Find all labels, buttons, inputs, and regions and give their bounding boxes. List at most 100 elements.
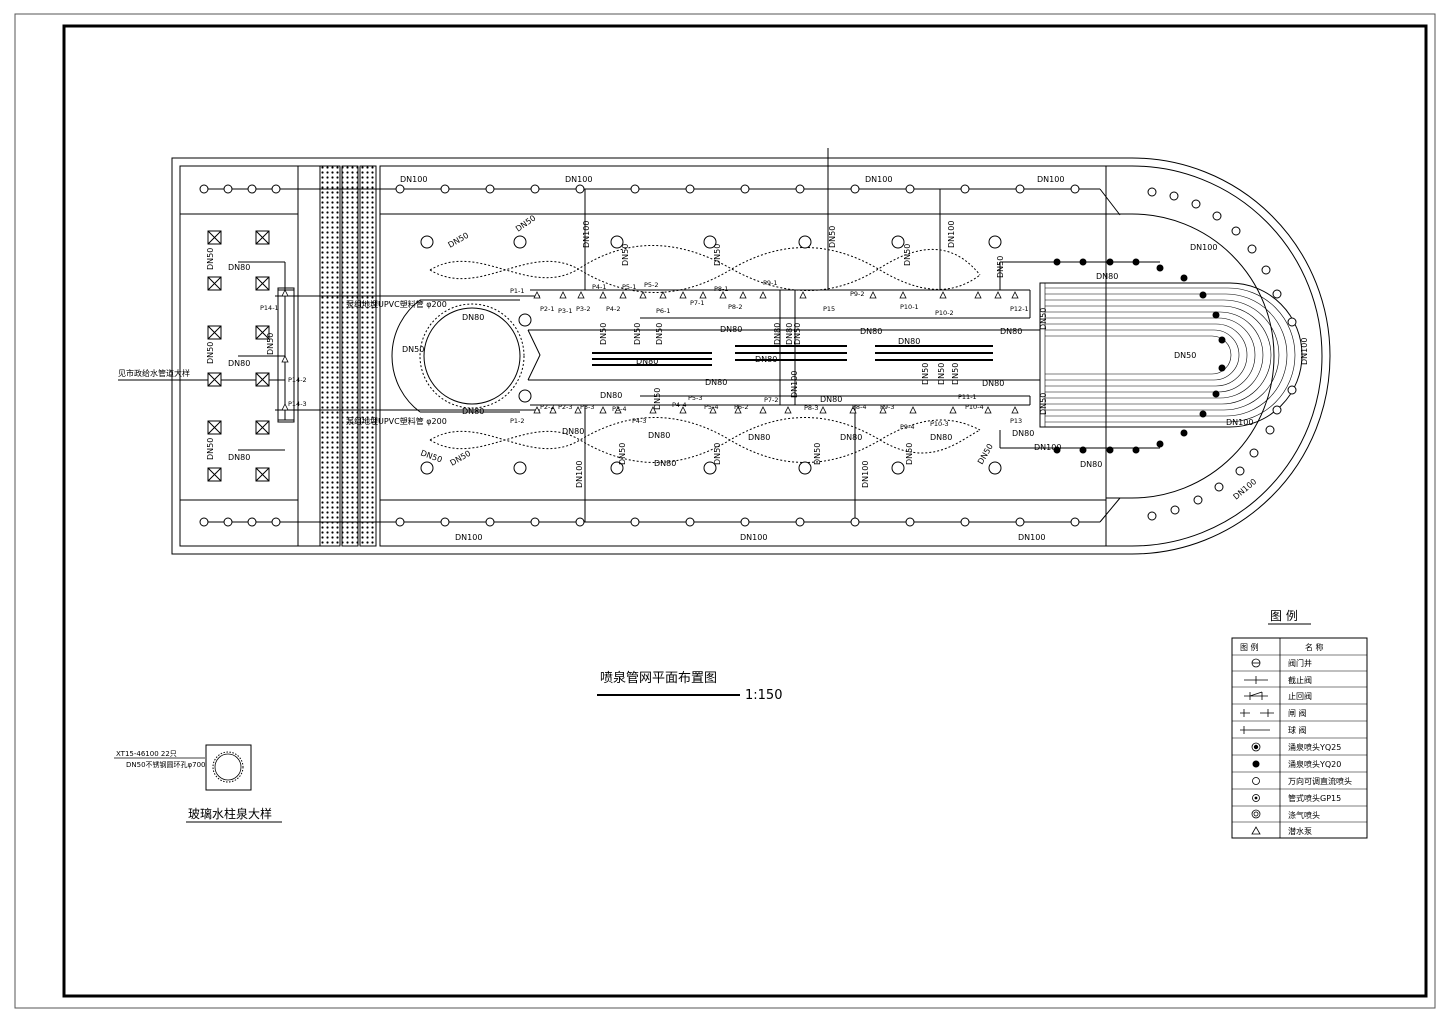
label-dn80: DN80	[755, 355, 777, 364]
label-dn50: DN50	[713, 443, 722, 465]
tube-nozzle-icon	[1252, 794, 1260, 802]
pump-tag-top: P3-2	[576, 305, 591, 313]
label-dn50: DN50	[266, 333, 275, 355]
label-dn100: DN100	[1300, 338, 1309, 365]
legend-row-name: 球 阀	[1288, 725, 1307, 735]
nozzles-bottom-row	[199, 517, 1080, 527]
label-dn50: DN50	[206, 342, 215, 364]
pump-tag-bottom: P8-4	[852, 403, 867, 411]
round-pool	[391, 299, 525, 413]
pipe-size-labels: DN100 DN100 DN100 DN100 DN100 DN100 DN10…	[206, 175, 1309, 542]
label-dn100: DN100	[565, 175, 592, 184]
label-dn80: DN80	[820, 395, 842, 404]
label-dn50: DN50	[621, 244, 630, 266]
pump-tag-bottom: P9-3	[880, 403, 895, 411]
label-dn80: DN80	[1012, 429, 1034, 438]
pump-tag-p13: P13	[1010, 417, 1022, 425]
pump-tag-top: P8-2	[728, 303, 743, 311]
label-dn50: DN50	[903, 244, 912, 266]
label-dn100: DN100	[790, 371, 799, 398]
check-valve-icon	[1244, 691, 1268, 700]
aerated-nozzle-icon	[1251, 809, 1261, 819]
pump-tag-p14-2: P14-2	[288, 376, 307, 384]
pump-tag-top: P9-1	[763, 279, 778, 287]
pump-tag-bottom: P5-3	[688, 394, 703, 402]
label-dn100: DN100	[1034, 443, 1061, 452]
legend: 图 例 图 例 名 称 阀门井 截止阀 止回阀 闸 阀 球 阀	[1231, 609, 1368, 839]
pump-tag-top: P12-1	[1010, 305, 1029, 313]
label-dn50: DN50	[937, 363, 946, 385]
pump-tag-bottom: P10-4	[965, 403, 984, 411]
pump-tag-bottom: P2-2	[540, 403, 555, 411]
detail-note-2: DN50不锈钢圆环孔φ700	[126, 760, 206, 769]
wave-lines	[429, 245, 981, 463]
pump-tag-bottom: P6-2	[734, 403, 749, 411]
label-dn100: DN100	[1190, 243, 1217, 252]
pump-tag-bottom: P9-4	[900, 423, 915, 431]
pump-tag-top: P5-2	[644, 281, 659, 289]
label-dn80: DN80	[773, 323, 782, 345]
stepped-pool-rings	[1044, 283, 1296, 427]
pump-tag-bottom: P2-3	[558, 403, 573, 411]
pump-tag-bottom: P4-3	[632, 417, 647, 425]
label-dn80: DN80	[748, 433, 770, 442]
pump-tag-top: P4-1	[592, 283, 607, 291]
label-dn80: DN80	[562, 427, 584, 436]
outer-frame	[14, 13, 1436, 1009]
label-dn80: DN80	[228, 359, 250, 368]
label-dn100: DN100	[400, 175, 427, 184]
pump-tag-top: P3-1	[558, 307, 573, 315]
pump-tag-top: P2-1	[540, 305, 555, 313]
legend-row-name: 止回阀	[1288, 691, 1312, 701]
pump-tag-p11-1: P11-1	[958, 393, 977, 401]
label-dn50: DN50	[813, 443, 822, 465]
pump-tag-top: P10-1	[900, 303, 919, 311]
label-dn100: DN100	[947, 221, 956, 248]
inner-frame	[62, 24, 1428, 998]
legend-title: 图 例	[1270, 609, 1298, 623]
pump-tag-top: P5-1	[622, 283, 637, 291]
label-dn50: DN50	[713, 244, 722, 266]
pump-tag-top: P8-1	[714, 285, 729, 293]
label-dn50: DN50	[206, 438, 215, 460]
label-dn50: DN50	[951, 363, 960, 385]
label-dn100: DN100	[1226, 418, 1253, 427]
label-dn100: DN100	[865, 175, 892, 184]
legend-row-name: 管式喷头GP15	[1288, 793, 1341, 803]
pump-tag-top: P6-1	[656, 307, 671, 315]
ball-valve-icon	[1240, 726, 1270, 734]
label-dn80: DN80	[840, 433, 862, 442]
label-dn50: DN50	[633, 323, 642, 345]
label-dn80: DN80	[462, 313, 484, 322]
pump-tag-p15: P15	[823, 305, 835, 313]
pump-tag-p1-1: P1-1	[510, 287, 525, 295]
label-dn80: DN80	[898, 337, 920, 346]
pump-tag-top: P10-2	[935, 309, 954, 317]
submersible-pump-icon	[1251, 826, 1261, 835]
pump-symbols	[281, 289, 1019, 414]
water-source-note: 见市政给水管道大样	[118, 368, 190, 378]
gate-valve-icon	[1240, 709, 1274, 717]
label-dn50: DN50	[599, 323, 608, 345]
drawing-scale: 1:150	[745, 688, 782, 703]
pump-tag-p1-2: P1-2	[510, 417, 525, 425]
pump-tags: P14-1 P14-2 P14-3 P1-1 P1-2 P11-1 P13 P1…	[260, 279, 1029, 431]
label-dn80: DN80	[462, 407, 484, 416]
pump-tag-bottom: P7-2	[764, 396, 779, 404]
label-dn80: DN80	[1080, 460, 1102, 469]
label-dn50: DN50	[1039, 393, 1048, 415]
pump-tag-bottom: P3-3	[580, 403, 595, 411]
pump-tag-bottom: P8-3	[804, 404, 819, 412]
pump-tag-top: P4-2	[606, 305, 621, 313]
label-dn80: DN80	[654, 459, 676, 468]
label-dn50: DN50	[828, 226, 837, 248]
label-dn50: DN50	[206, 248, 215, 270]
label-dn100: DN100	[1037, 175, 1064, 184]
detail-note-1: XT15-46100 22只	[116, 750, 177, 758]
label-dn50: DN50	[618, 443, 627, 465]
legend-row-name: 涌泉喷头YQ20	[1288, 759, 1341, 769]
label-dn100: DN100	[1232, 477, 1259, 502]
nozzles-arc-outer	[1147, 187, 1297, 521]
pump-tag-bottom: P3-4	[612, 405, 627, 413]
